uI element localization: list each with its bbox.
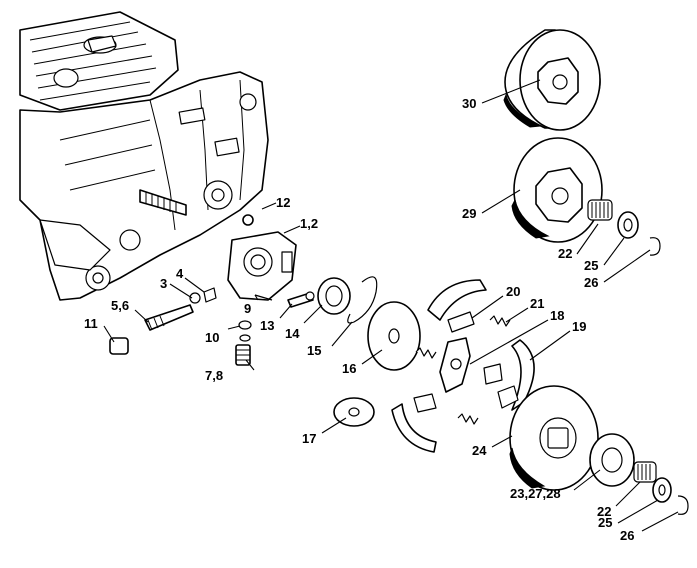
callout-11: 11 (84, 316, 98, 331)
callout-21: 21 (530, 296, 544, 311)
clutch-shoes (391, 279, 535, 453)
leader-lines (103, 79, 679, 532)
clutch-drum-24 (509, 385, 689, 515)
callout-14: 14 (285, 326, 300, 341)
callout-5-6: 5,6 (111, 298, 129, 313)
callout-3: 3 (160, 276, 167, 291)
callout-9: 9 (244, 301, 251, 316)
clutch-inner-parts (317, 276, 421, 427)
small-parts (109, 287, 315, 366)
callout-25-bottom: 25 (598, 515, 612, 530)
clutch-drum-29 (511, 137, 661, 256)
engine-housing (19, 11, 269, 301)
callout-10: 10 (205, 330, 219, 345)
callout-4: 4 (176, 266, 184, 281)
callout-22-top: 22 (558, 246, 572, 261)
oil-pump-1-2 (227, 214, 297, 301)
callout-29: 29 (462, 206, 476, 221)
callout-labels: 30 29 12 1,2 22 25 26 4 3 5,6 9 11 10 13… (84, 96, 634, 543)
callout-20: 20 (506, 284, 520, 299)
callout-30: 30 (462, 96, 476, 111)
callout-1-2: 1,2 (300, 216, 318, 231)
callout-25-top: 25 (584, 258, 598, 273)
callout-17: 17 (302, 431, 316, 446)
callout-24: 24 (472, 443, 487, 458)
callout-23-27-28: 23,27,28 (510, 486, 561, 501)
callout-7-8: 7,8 (205, 368, 223, 383)
callout-13: 13 (260, 318, 274, 333)
callout-26-top: 26 (584, 275, 598, 290)
callout-22-bottom: 22 (597, 504, 611, 519)
callout-16: 16 (342, 361, 356, 376)
callout-19: 19 (572, 319, 586, 334)
callout-26-bottom: 26 (620, 528, 634, 543)
clutch-drum-30 (503, 29, 601, 131)
callout-15: 15 (307, 343, 321, 358)
callout-12: 12 (276, 195, 290, 210)
callout-18: 18 (550, 308, 564, 323)
